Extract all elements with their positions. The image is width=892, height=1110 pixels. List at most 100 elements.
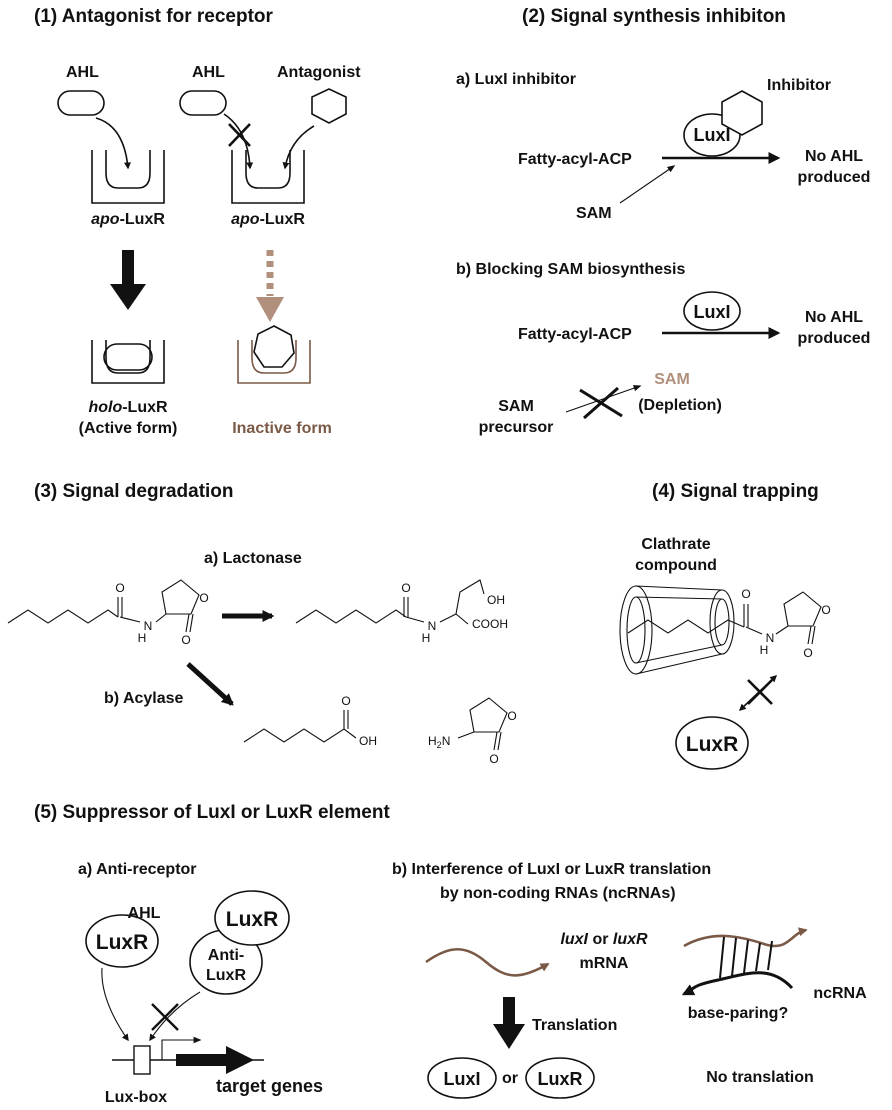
translation-label: Translation	[532, 1017, 617, 1034]
antagonist-binding-arrow	[282, 125, 315, 170]
bound-ahl	[103, 343, 153, 371]
svg-text:N: N	[428, 619, 437, 633]
holo-luxr-label: holo-LuxR	[88, 399, 168, 416]
ncrna-interference-line1: b) Interference of LuxI or LuxR translat…	[392, 861, 711, 878]
base-paring-label: base-paring?	[688, 1005, 788, 1022]
luxi-enzyme-a	[683, 113, 741, 157]
sam-arrow-a	[619, 165, 676, 204]
inactivation-arrow	[256, 250, 284, 322]
panel-suppressor: (5) Suppressor of LuxI or LuxR element a…	[34, 802, 867, 1106]
panel2-title: (2) Signal synthesis inhibiton	[522, 6, 786, 27]
no-translation-label: No translation	[706, 1069, 814, 1086]
ncrna-label: ncRNA	[813, 985, 867, 1002]
luxr-bound-ellipse	[85, 914, 159, 968]
fatty-acyl-acp-b: Fatty-acyl-ACP	[518, 326, 632, 343]
holo-luxr-receptor	[91, 340, 165, 384]
lux-box	[133, 1045, 151, 1075]
luxr-free-ellipse	[214, 890, 290, 946]
inactive-receptor	[237, 325, 311, 384]
svg-text:O: O	[803, 646, 812, 660]
acylase-label: b) Acylase	[104, 690, 184, 707]
luxr-protein-ellipse	[525, 1057, 595, 1099]
hydrolysed-ahl-structure: O N H OH COOH	[295, 579, 508, 645]
no-ahl-b-line1: No AHL	[805, 309, 863, 326]
panel1-title: (1) Antagonist for receptor	[34, 6, 274, 27]
panel3-title: (3) Signal degradation	[34, 481, 234, 502]
panel5-title: (5) Suppressor of LuxI or LuxR element	[34, 802, 390, 823]
luxi-label-b: LuxI	[693, 302, 730, 322]
activation-arrow	[110, 250, 146, 310]
mrna-strand	[425, 948, 550, 977]
svg-text:OH: OH	[359, 734, 377, 748]
luxi-protein-ellipse	[427, 1057, 497, 1099]
luxr-receptor-trap	[675, 716, 749, 770]
amine-label: H2N	[428, 734, 450, 750]
blocked-ahl-arrow	[223, 113, 254, 170]
luxi-label-a: LuxI	[693, 125, 730, 145]
ahl-label-left: AHL	[66, 64, 99, 81]
svg-text:O: O	[741, 587, 750, 601]
binding-block-cross	[747, 679, 773, 705]
sam-synthesis-block-cross	[579, 386, 623, 420]
no-ahl-a-line2: produced	[798, 169, 871, 186]
luxr-label-trap: LuxR	[686, 733, 739, 756]
ahl-molecule-left	[57, 90, 105, 116]
svg-text:O: O	[821, 603, 830, 617]
anti-luxr-line1: Anti-	[208, 947, 244, 964]
luxr-to-luxbox-arrow	[101, 967, 129, 1042]
panel4-title: (4) Signal trapping	[652, 481, 819, 502]
fatty-acid-structure: O OH	[243, 694, 377, 748]
panel-antagonist: (1) Antagonist for receptor AHL AHL Anta…	[34, 6, 361, 437]
svg-text:N: N	[766, 631, 775, 645]
svg-text:O: O	[181, 633, 190, 647]
svg-text:O: O	[341, 694, 350, 708]
anti-receptor-label: a) Anti-receptor	[78, 861, 197, 878]
svg-text:H: H	[760, 643, 769, 657]
svg-text:H: H	[138, 631, 147, 645]
inhibitor-label: Inhibitor	[767, 77, 831, 94]
acylase-arrow	[186, 662, 234, 706]
luxi-enzyme-b	[683, 291, 741, 331]
blocking-sam-label: b) Blocking SAM biosynthesis	[456, 261, 685, 278]
svg-text:O: O	[489, 752, 498, 766]
ahl-structure: O N H O O	[7, 579, 209, 647]
luxi-protein-label: LuxI	[443, 1069, 480, 1089]
panel-signal-degradation: (3) Signal degradation a) Lactonase b) A…	[7, 481, 517, 766]
svg-text:O: O	[507, 709, 516, 723]
svg-text:O: O	[199, 591, 208, 605]
sam-precursor-line2: precursor	[479, 419, 554, 436]
svg-text:O: O	[115, 581, 124, 595]
lactonase-label: a) Lactonase	[204, 550, 302, 567]
sam-depleted-label: SAM	[654, 371, 690, 388]
antagonist-hexagon	[311, 88, 347, 124]
homoserine-lactone-structure: H2N O O	[428, 697, 517, 766]
svg-text:N: N	[144, 619, 153, 633]
luxi-inhibitor-label: a) LuxI inhibitor	[456, 71, 576, 88]
clathrate-compound-cage	[619, 585, 735, 675]
active-form-label: (Active form)	[79, 420, 178, 437]
luxr-bound-label: LuxR	[96, 931, 149, 954]
ahl-label-right: AHL	[192, 64, 225, 81]
no-ahl-b-line2: produced	[798, 330, 871, 347]
anti-luxr-arrow	[149, 991, 201, 1042]
svg-text:COOH: COOH	[472, 617, 508, 631]
lux-box-label: Lux-box	[105, 1089, 167, 1106]
translation-arrow	[493, 997, 525, 1049]
luxr-free-label: LuxR	[226, 908, 279, 931]
ahl-binding-arrow	[95, 117, 131, 170]
trapped-ahl-structure: O N H O O	[627, 587, 831, 660]
svg-text:O: O	[401, 581, 410, 595]
apo-luxr-label-right: apo-LuxR	[231, 211, 305, 228]
panel-signal-synthesis-inhibition: (2) Signal synthesis inhibiton a) LuxI i…	[456, 6, 870, 436]
ahl-molecule-right	[179, 90, 227, 116]
target-gene-arrow	[176, 1046, 254, 1074]
clathrate-label-line1: Clathrate	[641, 536, 710, 553]
sam-label-a: SAM	[576, 205, 612, 222]
promoter-arrow	[161, 1036, 202, 1060]
ncrna-interference-line2: by non-coding RNAs (ncRNAs)	[440, 885, 676, 902]
anti-luxr-line2: LuxR	[206, 967, 246, 984]
apo-luxr-receptor-left	[91, 150, 165, 204]
sam-synthesis-arrow	[565, 385, 642, 413]
no-ahl-a-line1: No AHL	[805, 148, 863, 165]
